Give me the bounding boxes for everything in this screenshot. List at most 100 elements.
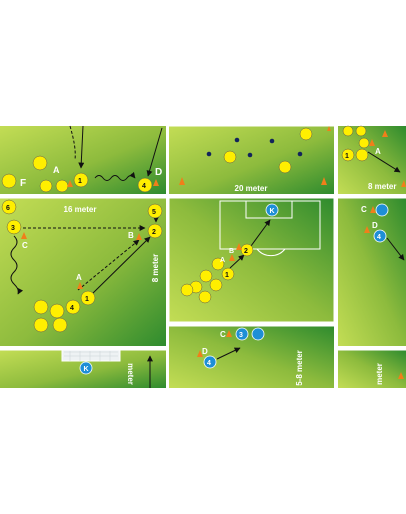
player-number: 2 [244, 248, 248, 255]
player-number: 4 [142, 183, 146, 190]
distance-label: meter [375, 363, 384, 385]
distance-label: meter [126, 363, 135, 385]
cone-icon [370, 206, 376, 213]
goalkeeper [265, 203, 279, 217]
player-number: 2 [152, 229, 156, 236]
cone-icon [21, 232, 27, 239]
player-number: 1 [345, 153, 349, 160]
cone-icon [369, 139, 375, 146]
player-yellow [65, 299, 81, 315]
panel-1: F A D 1 4 [0, 125, 166, 194]
cone-icon [77, 282, 83, 289]
player-label: D [372, 221, 378, 230]
panel-3: A 1 8 meter [338, 125, 406, 194]
defender [234, 137, 240, 143]
goalkeeper [79, 361, 93, 375]
cone-icon [229, 254, 235, 261]
goalkeeper-label: K [269, 208, 274, 215]
player-yellow [180, 283, 194, 297]
cone-icon [236, 243, 242, 250]
player-number: 5 [152, 209, 156, 216]
player-blue [251, 327, 265, 341]
player-yellow [278, 160, 292, 174]
distance-label: 20 meter [235, 184, 268, 193]
player-label: A [76, 273, 82, 282]
cone-icon [364, 226, 370, 233]
player-yellow [342, 125, 354, 137]
panel-9: meter [338, 349, 406, 388]
cone-icon [197, 350, 203, 357]
player-label: F [20, 178, 26, 189]
player-yellow [49, 303, 65, 319]
player-number: 4 [207, 360, 211, 367]
cone-icon [321, 177, 327, 185]
panel-2: 20 meter [169, 125, 334, 194]
defender [269, 138, 275, 144]
player-yellow [355, 125, 367, 137]
player-yellow [355, 148, 369, 162]
player-label: A [220, 257, 225, 264]
player-blue [203, 355, 217, 369]
player-number: 4 [70, 305, 74, 312]
defender [206, 151, 212, 157]
player-label: B [128, 231, 134, 240]
cone-icon [153, 179, 159, 186]
player-yellow [221, 267, 235, 281]
distance-label: 5-8 meter [295, 350, 304, 386]
player-yellow [39, 179, 53, 193]
player-yellow [55, 179, 69, 193]
player-yellow [211, 257, 225, 271]
player-yellow [137, 177, 153, 193]
cone-icon [136, 233, 142, 240]
cone-icon [401, 180, 406, 187]
goal-area [245, 200, 293, 219]
cone-icon [327, 126, 331, 131]
player-number: 4 [377, 234, 381, 241]
cone-icon [67, 180, 73, 187]
player-yellow [80, 290, 96, 306]
player-yellow [209, 278, 223, 292]
goal-icon [61, 349, 121, 362]
player-yellow [223, 150, 237, 164]
player-yellow [147, 203, 163, 219]
player-label: A [375, 147, 381, 156]
player-number: 3 [11, 225, 15, 232]
defender [297, 151, 303, 157]
player-label: A [53, 165, 60, 175]
panel-8: C D 3 4 5-8 meter [169, 325, 334, 388]
defender [247, 152, 253, 158]
player-number: 1 [85, 296, 89, 303]
player-yellow [199, 269, 213, 283]
player-label: D [202, 347, 208, 356]
cone-icon [226, 330, 232, 337]
player-yellow [358, 137, 370, 149]
distance-label: 8 meter [151, 254, 160, 282]
player-yellow [32, 155, 48, 171]
distance-label: 8 meter [368, 182, 396, 191]
player-label: C [22, 241, 28, 250]
player-blue [375, 203, 389, 217]
player-number: 3 [239, 332, 243, 339]
distance-label: 16 meter [64, 205, 97, 214]
player-yellow [299, 127, 313, 141]
player-blue [235, 327, 249, 341]
player-number: 6 [6, 205, 10, 212]
panel-6: C D 4 [338, 197, 406, 346]
player-yellow [341, 148, 355, 162]
player-yellow [1, 173, 17, 189]
player-label: C [361, 205, 367, 214]
player-yellow [6, 219, 22, 235]
panel-4: 16 meter 8 meter C B A 6 3 5 2 4 1 [0, 197, 166, 346]
player-yellow [198, 290, 212, 304]
panel-7: K meter [0, 349, 166, 388]
goalkeeper-label: K [83, 366, 88, 373]
player-yellow [33, 317, 49, 333]
player-label: B [229, 248, 234, 255]
cone-icon [382, 130, 388, 137]
player-number: 1 [225, 272, 229, 279]
player-number: 1 [78, 178, 82, 185]
player-yellow [52, 317, 68, 333]
player-yellow [147, 223, 163, 239]
cone-icon [398, 372, 404, 379]
